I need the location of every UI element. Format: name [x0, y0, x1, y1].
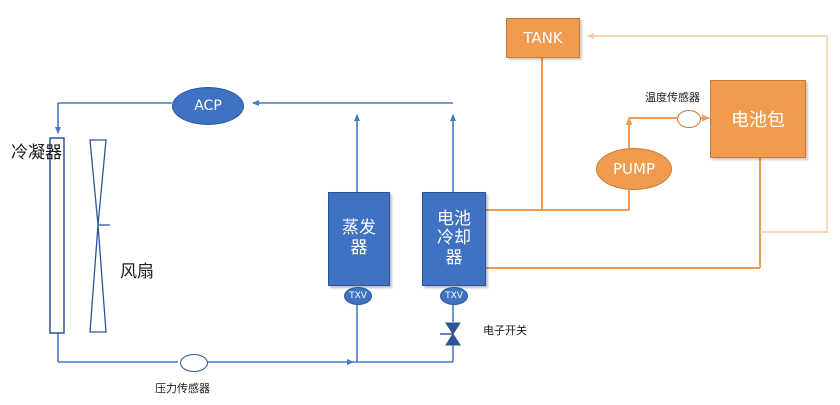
temperature-sensor-icon [677, 110, 701, 128]
fan-icon [89, 139, 107, 333]
electronic-switch-label: 电子开关 [483, 324, 527, 337]
acp-label: ACP [194, 98, 222, 114]
battery-chiller-label: 电池冷却器 [437, 208, 471, 268]
coolant-lines [465, 56, 761, 272]
battery-pack-label: 电池包 [731, 110, 785, 131]
refrigerant-lines [55, 100, 456, 365]
tank-box: TANK [506, 18, 580, 58]
battery-pack-box: 电池包 [710, 80, 806, 158]
fan-label: 风扇 [120, 262, 154, 282]
tank-label: TANK [523, 29, 563, 47]
pressure-sensor-label: 压力传感器 [155, 382, 210, 395]
valve-icon [445, 322, 461, 346]
pressure-sensor-icon [180, 354, 208, 372]
evaporator-box: 蒸发器 [328, 192, 390, 286]
evaporator-label: 蒸发器 [342, 218, 376, 258]
temperature-sensor-label: 温度传感器 [645, 91, 700, 104]
battery-chiller-box: 电池冷却器 [422, 192, 486, 286]
condenser-coil [49, 137, 65, 334]
coolant-overflow-lines [587, 33, 828, 233]
condenser-label: 冷凝器 [11, 143, 62, 163]
pump-oval: PUMP [596, 148, 672, 190]
acp-compressor: ACP [172, 87, 244, 125]
pump-label: PUMP [612, 160, 655, 178]
txv-chiller: TXV [440, 287, 468, 305]
txv-evaporator: TXV [344, 287, 372, 305]
